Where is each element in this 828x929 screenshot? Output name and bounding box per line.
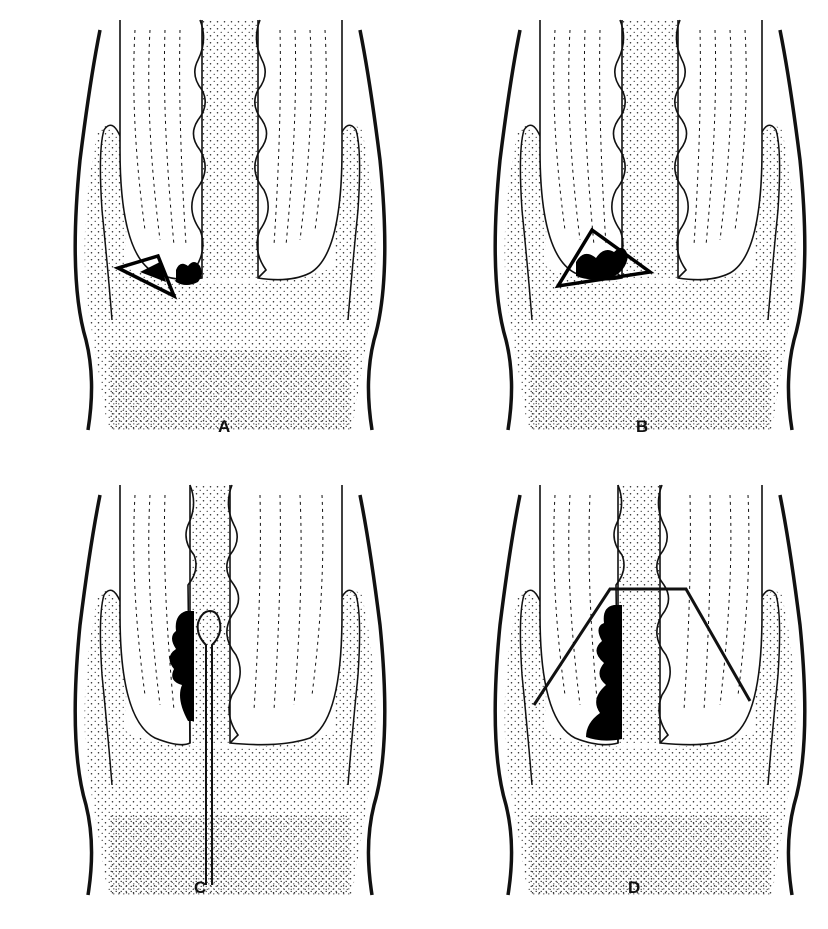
panel-a: A [75, 20, 385, 436]
cervix-drawing-c [75, 485, 385, 895]
panel-d: D [495, 485, 805, 897]
panel-c-label: C [194, 878, 206, 897]
panel-a-label: A [218, 417, 230, 436]
cervix-drawing-a [75, 20, 385, 430]
lesion-a [176, 262, 202, 285]
cervix-drawing-b [495, 20, 805, 430]
cervix-drawing-d [495, 485, 805, 895]
panel-c: C [75, 485, 385, 897]
panel-d-label: D [628, 878, 640, 897]
panel-b: B [495, 20, 805, 436]
panel-b-label: B [636, 417, 648, 436]
